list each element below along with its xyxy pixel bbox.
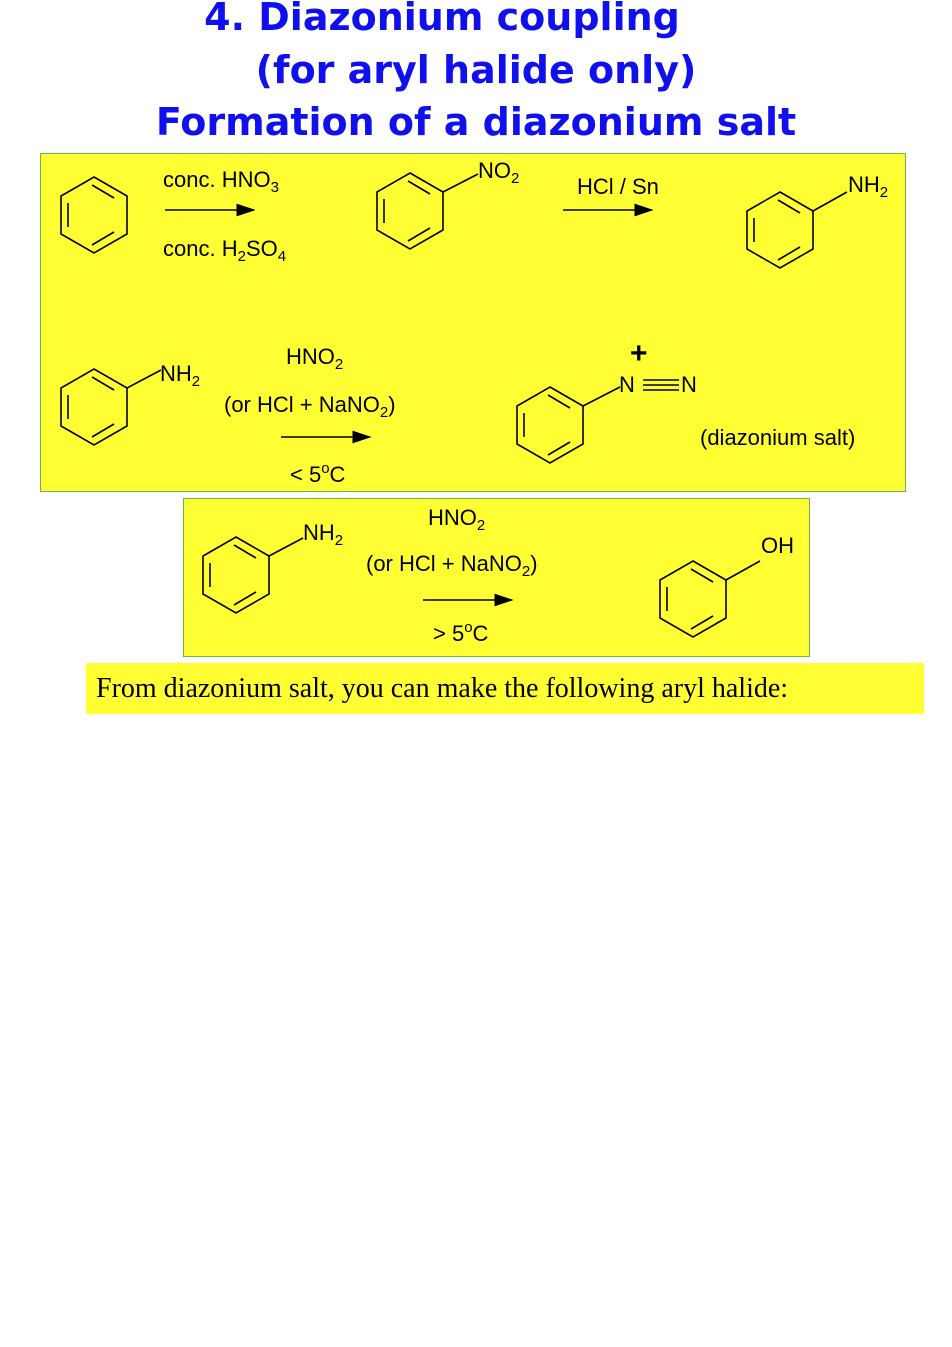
reagent-hno2-2: HNO2 [428, 505, 486, 534]
condition-above-5c: > 5oC [433, 619, 489, 646]
condition-below-5c: < 5oC [290, 460, 346, 487]
group-nh2: NH2 [848, 172, 889, 201]
aniline-ring-2 [60, 368, 128, 446]
bond-n [582, 386, 621, 407]
atom-n-terminal: N [681, 372, 697, 397]
diazonium-ring [516, 386, 584, 464]
caption-aryl-halide: From diazonium salt, you can make the fo… [86, 663, 924, 714]
title-line-1: 4. Diazonium coupling [204, 0, 680, 39]
label-diazonium-salt: (diazonium salt) [700, 425, 856, 450]
benzene-ring [60, 176, 128, 254]
reagent-conc-h2so4: conc. H2SO4 [163, 236, 287, 265]
reagent-hcl-nano2-2: (or HCl + NaNO2) [366, 551, 538, 580]
group-nh2-2: NH2 [160, 361, 201, 390]
reagent-hcl-nano2: (or HCl + NaNO2) [224, 392, 396, 421]
reagent-conc-hno3: conc. HNO3 [163, 167, 279, 196]
bond-oh [725, 560, 761, 581]
positive-charge: + [630, 337, 648, 370]
bond-no2 [442, 173, 479, 193]
group-no2: NO2 [478, 158, 520, 187]
aniline-ring-3 [202, 536, 270, 614]
title-line-2: (for aryl halide only) [255, 48, 697, 92]
bond-nh2 [812, 191, 848, 212]
reagent-hcl-sn: HCl / Sn [577, 174, 659, 199]
bond-nh2-2 [126, 369, 162, 389]
nitrobenzene-ring [376, 172, 444, 250]
phenol-ring [659, 560, 727, 638]
reagent-hno2: HNO2 [286, 344, 344, 373]
aniline-ring [746, 191, 814, 269]
group-oh: OH [761, 533, 794, 558]
bond-nh2-3 [268, 537, 304, 557]
title-line-3: Formation of a diazonium salt [155, 100, 797, 144]
group-nh2-3: NH2 [303, 520, 344, 549]
atom-n-plus: N [619, 372, 635, 397]
